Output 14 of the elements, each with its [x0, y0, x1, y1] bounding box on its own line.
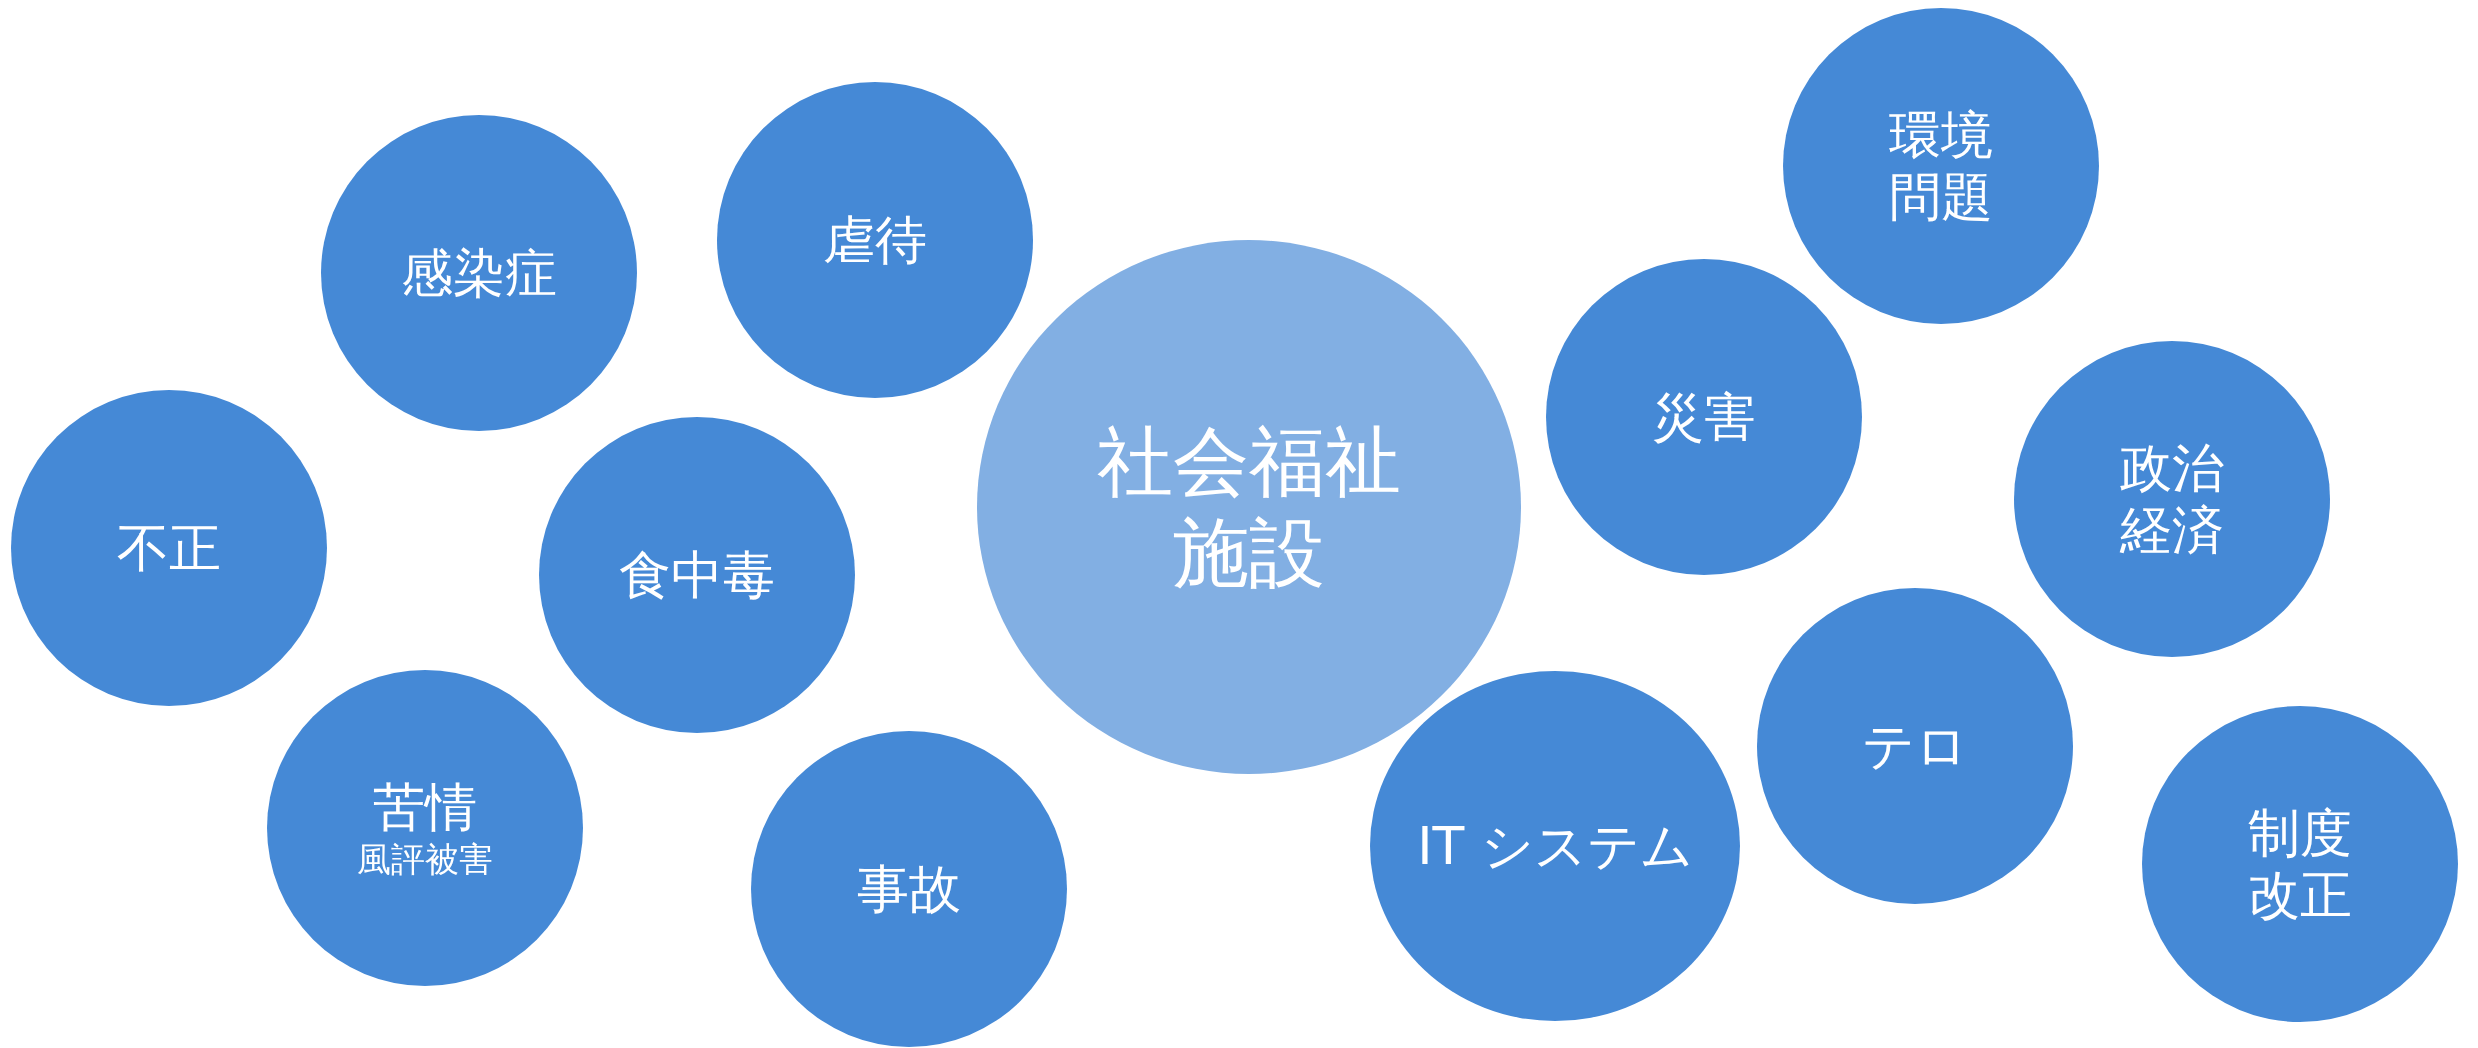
topic-label: テロ — [1862, 714, 1968, 778]
topic-label: 食中毒 — [619, 543, 775, 607]
topic-label: 虐待 — [823, 208, 927, 272]
topic-label: 感染症 — [401, 241, 557, 305]
topic-label: 苦情 — [373, 776, 477, 839]
topic-label: 政治経済 — [2119, 436, 2225, 562]
topic-label: IT システム — [1417, 814, 1693, 878]
topic-label: 事故 — [857, 857, 961, 921]
topic-label: 社会福祉施設 — [1096, 415, 1402, 599]
topic-label: 不正 — [117, 516, 221, 580]
topic-label: 制度改正 — [2247, 801, 2353, 927]
topic-label: 災害 — [1652, 385, 1756, 449]
topic-sublabel: 風評被害 — [357, 838, 493, 880]
topic-label: 環境問題 — [1888, 103, 1994, 229]
